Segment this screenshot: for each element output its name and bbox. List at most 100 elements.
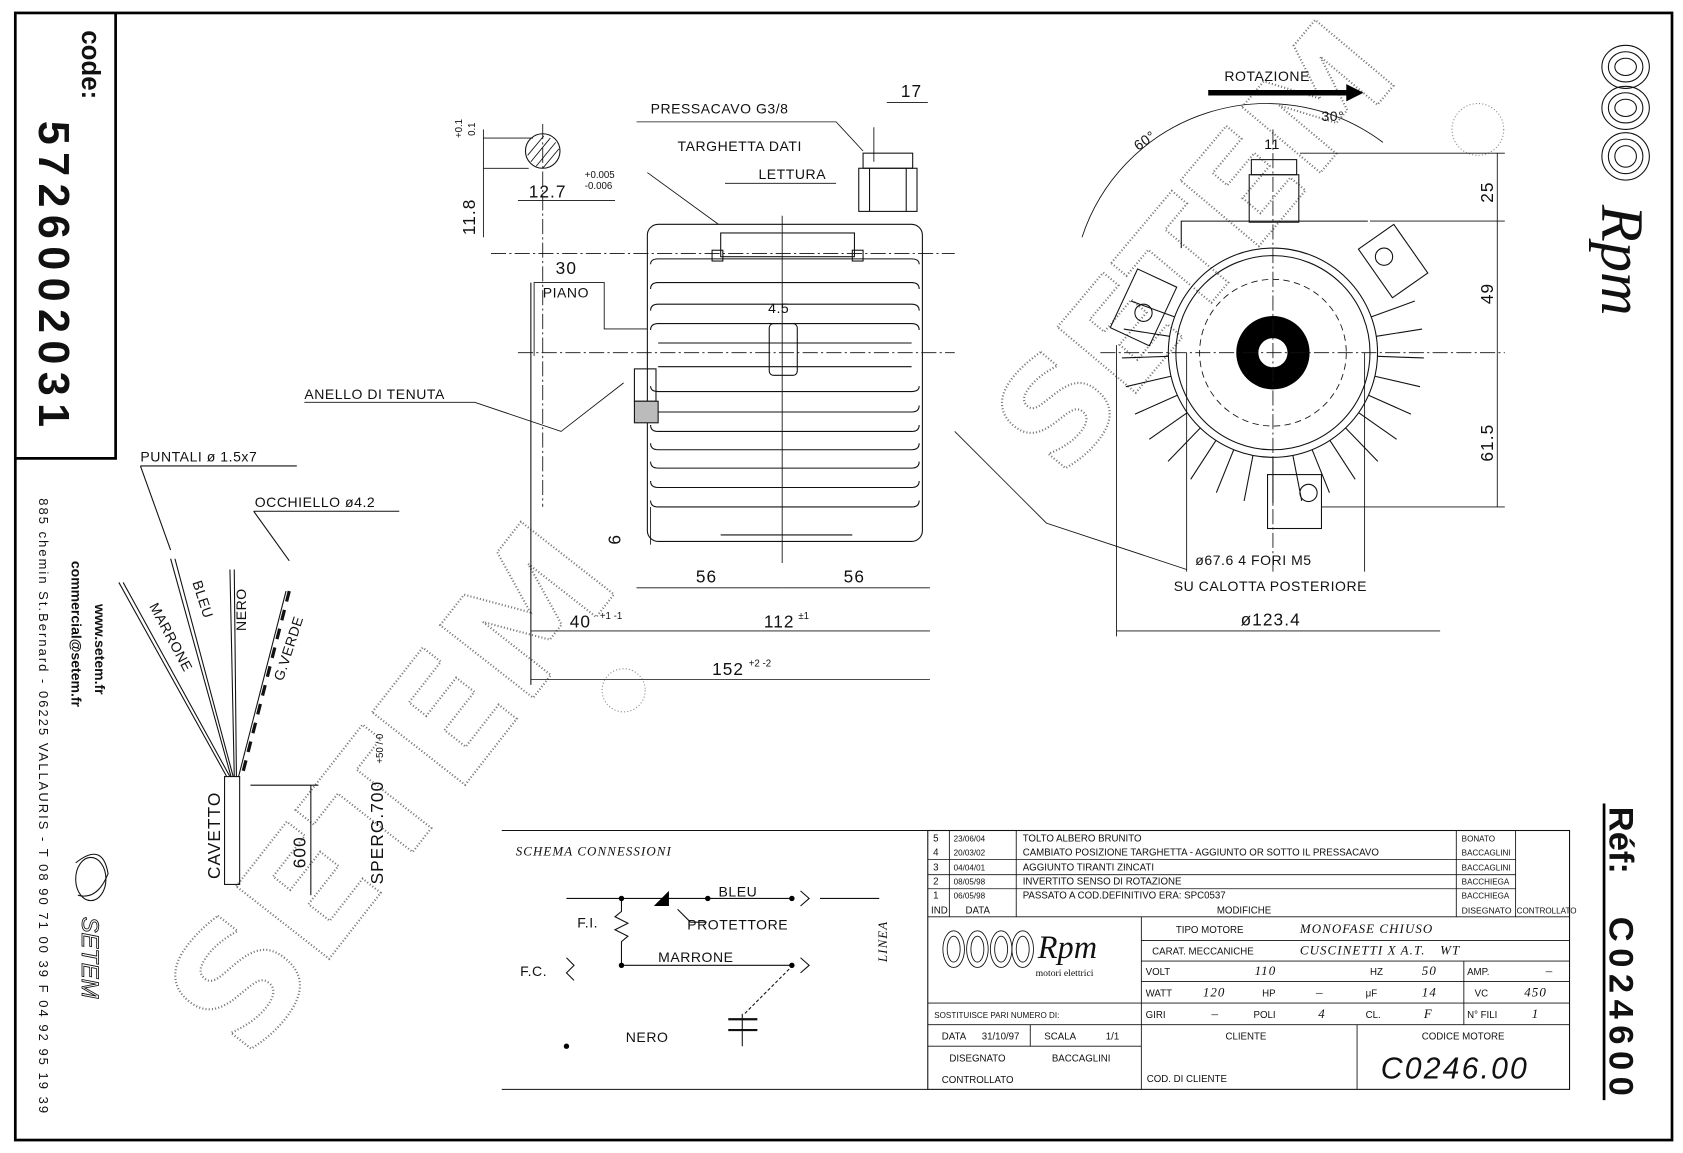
cable-sheath [224,776,241,885]
disegnato-value: BACCAGLINI [1052,1053,1111,1064]
codice-motore-value: C0246.00 [1381,1053,1529,1086]
cooling-fin [1371,300,1416,318]
disegnato-label: DISEGNATO [949,1053,1006,1064]
dim-25: 25 [1477,181,1497,202]
rotation-arrow-icon [1346,84,1364,102]
revision-text: TOLTO ALBERO BRUNITO [1023,833,1142,844]
company-address: 885 chemin St.Bernard - 06225 VALLAURIS … [36,498,51,1113]
revision-date: 23/06/04 [954,834,986,843]
revision-drawn: BACCHIEGA [1462,877,1510,886]
company-email: commercial@setem.fr [68,561,84,708]
schema-label-bleu: BLEU [719,883,758,899]
rpm-title-logo-text: Rpm [1037,929,1097,965]
cooling-fin [1122,355,1169,359]
dim-123-4: ø123.4 [1241,610,1301,630]
angle-30: 30° [1321,108,1344,124]
amp-value: – [1545,963,1554,978]
wire-label-bleu: BLEU [189,578,216,620]
company-website: www.setem.fr [92,603,108,695]
cooling-fin [1329,440,1356,480]
rev-header-ind: IND [931,906,948,917]
revision-text: PASSATO A COD.DEFINITIVO ERA: SPC0537 [1023,890,1226,901]
rpm-logo-text: Rpm [1588,204,1655,316]
vc-label: VC [1475,989,1488,1000]
connection-schema: SCHEMA CONNESSIONI BLEU PROTETTORE F.I. … [501,829,928,1090]
rev-header-checked: CONTROLLATO [1517,907,1577,916]
schema-label-fc: F.C. [520,963,547,979]
revision-ind: 5 [933,833,938,844]
cooling-fin [1243,455,1254,502]
ref-value: C024600 [1601,917,1639,1096]
revision-date: 06/05/98 [954,891,986,900]
end-view-cable-gland [1248,174,1300,223]
tol-flat-plus: +0.1 [454,119,465,138]
label-occhiello: OCCHIELLO ø4.2 [255,494,376,510]
volt-value: 110 [1255,963,1277,978]
label-pressacavo: PRESSACAVO G3/8 [651,100,789,116]
revision-date: 04/04/01 [954,863,986,872]
shaft-section [482,124,615,507]
label-calotta: SU CALOTTA POSTERIORE [1174,578,1367,594]
cl-value: F [1423,1006,1433,1021]
tol-152: +2 -2 [749,659,771,670]
cod-cliente-label: COD. DI CLIENTE [1147,1074,1228,1085]
revision-drawn: BONATO [1462,834,1495,843]
dim-12-7: 12.7 [529,181,567,201]
dim-600: 600 [289,836,309,868]
nameplate [720,232,855,258]
watermark-seal-icon [1451,103,1505,156]
setem-logo-text: SETEM [76,917,102,999]
dim-40: 40 [570,612,591,632]
revision-ind: 1 [933,890,938,901]
cooling-fin [1167,427,1201,462]
label-fori: ø67.6 4 FORI M5 [1195,552,1311,568]
company-info: www.setem.fr commercial@setem.fr 885 che… [36,498,109,1113]
logo-subtitle: motori elettrici [1036,968,1094,979]
cable-gland [862,152,914,169]
schema-label-linea: LINEA [875,921,890,963]
hz-label: HZ [1370,967,1383,978]
dim-30: 30 [556,258,577,278]
nfili-value: 1 [1532,1006,1540,1021]
watt-label: WATT [1146,989,1172,1000]
hp-label: HP [1262,989,1275,1000]
cooling-fin [1130,300,1175,318]
revision-text: CAMBIATO POSIZIONE TARGHETTA - AGGIUNTO … [1023,847,1380,858]
schema-label-marrone: MARRONE [658,949,733,965]
rpm-coil-icon [942,930,1034,968]
data-value: 31/10/97 [982,1032,1020,1043]
rpm-coil-icon [1601,44,1650,181]
motor-side-view: PRESSACAVO G3/8 TARGHETTA DATI LETTURA 1… [304,81,955,685]
tipo-motore-label: TIPO MOTORE [1176,925,1244,936]
volt-label: VOLT [1146,967,1171,978]
tol-shaft-minus: -0.006 [585,181,612,192]
cooling-fin [1125,375,1172,388]
cooling-fin [1123,328,1170,337]
revision-date: 20/03/02 [954,848,986,857]
dim-11: 11 [1264,136,1280,152]
cooling-fin [1345,427,1379,462]
poli-label: POLI [1254,1010,1276,1021]
sheet-border [13,11,1674,1142]
code-panel: code: 5726002031 [15,12,117,460]
data-label: DATA [942,1032,967,1043]
seal-ring [633,368,657,402]
rpm-logo: Rpm [1588,44,1655,316]
label-anello-di-tenuta: ANELLO DI TENUTA [304,386,445,402]
cooling-fin [1374,375,1421,388]
sostituisce-label: SOSTITUISCE PARI NUMERO DI: [934,1011,1059,1020]
tipo-motore-value: MONOFASE CHIUSO [1299,921,1433,936]
rev-header-drawn: DISEGNATO [1462,906,1512,916]
watt-value: 120 [1203,985,1226,1000]
schema-label-fi: F.I. [577,915,598,931]
protector-icon [653,890,669,907]
angle-60: 60° [1131,127,1159,153]
vc-value: 450 [1524,985,1547,1000]
cooling-fin [1190,440,1217,480]
dim-56-right: 56 [844,566,865,586]
code-value: 5726002031 [29,121,77,427]
label-rotazione: ROTAZIONE [1224,68,1310,84]
nfili-label: N° FILI [1467,1010,1497,1021]
rev-header-text: MODIFICHE [1217,906,1272,917]
